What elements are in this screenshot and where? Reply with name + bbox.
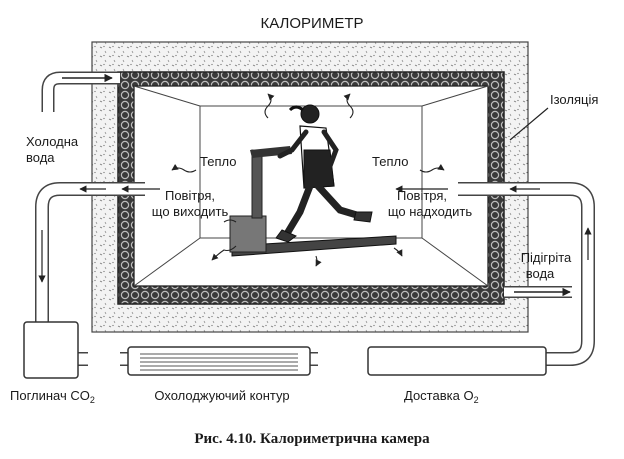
runner-figure xyxy=(275,104,373,243)
cooling-circuit-label: Охолоджуючий контур xyxy=(154,388,289,403)
heat-squiggles xyxy=(171,93,445,267)
co2-absorber-label: Поглинач CO2 xyxy=(10,388,95,405)
warm-water-label-line2: вода xyxy=(526,266,555,281)
insulation-label: Ізоляція xyxy=(550,92,598,107)
cold-water-pipe xyxy=(41,71,120,112)
treadmill xyxy=(229,146,397,257)
air-in-label-line2: що надходить xyxy=(388,204,472,219)
air-out-label-line1: Повітря, xyxy=(165,188,215,203)
heat-label-right: Тепло xyxy=(372,154,408,169)
warm-water-label-line1: Підігріта xyxy=(521,250,572,265)
air-loop-pipe xyxy=(35,182,595,366)
cold-water-label-line2: вода xyxy=(26,150,55,165)
figure-caption: Рис. 4.10. Калориметрична камера xyxy=(194,431,430,447)
co2-absorber-box xyxy=(23,321,79,379)
cold-water-label-line1: Холодна xyxy=(26,134,79,149)
insulation-pointer xyxy=(509,107,549,141)
calorimeter-title: КАЛОРИМЕТР xyxy=(260,15,363,32)
air-in-label-line1: Повітря, xyxy=(397,188,447,203)
o2-supply-label: Доставка O2 xyxy=(404,388,479,405)
air-out-label-line2: що виходить xyxy=(152,204,229,219)
heat-label-left: Тепло xyxy=(200,154,236,169)
o2-supply-box xyxy=(367,346,547,376)
cooling-circuit-box xyxy=(127,346,311,376)
